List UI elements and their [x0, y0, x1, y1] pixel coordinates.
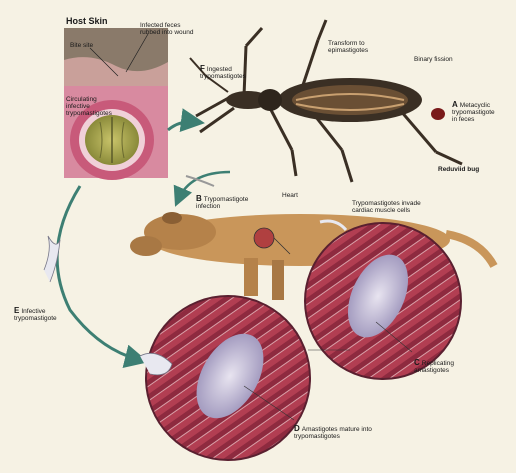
stage-b-text: Trypomastigote infection — [196, 196, 248, 210]
stage-a-text: Metacyclic trypomastigote in feces — [452, 102, 495, 123]
reduviid-bug-label: Reduviid bug — [438, 166, 479, 173]
invade-label: Trypomastigotes invade cardiac muscle ce… — [352, 200, 421, 214]
stage-d-text: Amastigotes mature into trypomastigotes — [294, 426, 372, 440]
stage-c-letter: C — [414, 358, 420, 367]
circulating-label: Circulating infective trypomastigotes — [66, 96, 112, 117]
infected-feces-label: Infected feces rubbed into wound — [140, 22, 194, 36]
muscle-cell-circle-d — [146, 296, 310, 460]
host-skin-title: Host Skin — [66, 18, 108, 25]
stage-f-letter: F — [200, 64, 205, 73]
heart-label: Heart — [282, 192, 298, 199]
binary-fission-label: Binary fission — [414, 56, 453, 63]
stage-e-letter: E — [14, 306, 19, 315]
stage-e-text: Infective trypomastigote — [14, 308, 57, 322]
stage-f-text: Ingested trypomastigotes — [200, 66, 246, 80]
bite-site-label: Bite site — [70, 42, 93, 49]
stage-a-letter: A — [452, 100, 458, 109]
stage-d-letter: D — [294, 424, 300, 433]
stage-b-letter: B — [196, 194, 202, 203]
reduviid-bug — [190, 20, 462, 182]
transform-label: Transform to epimastigotes — [328, 40, 368, 54]
